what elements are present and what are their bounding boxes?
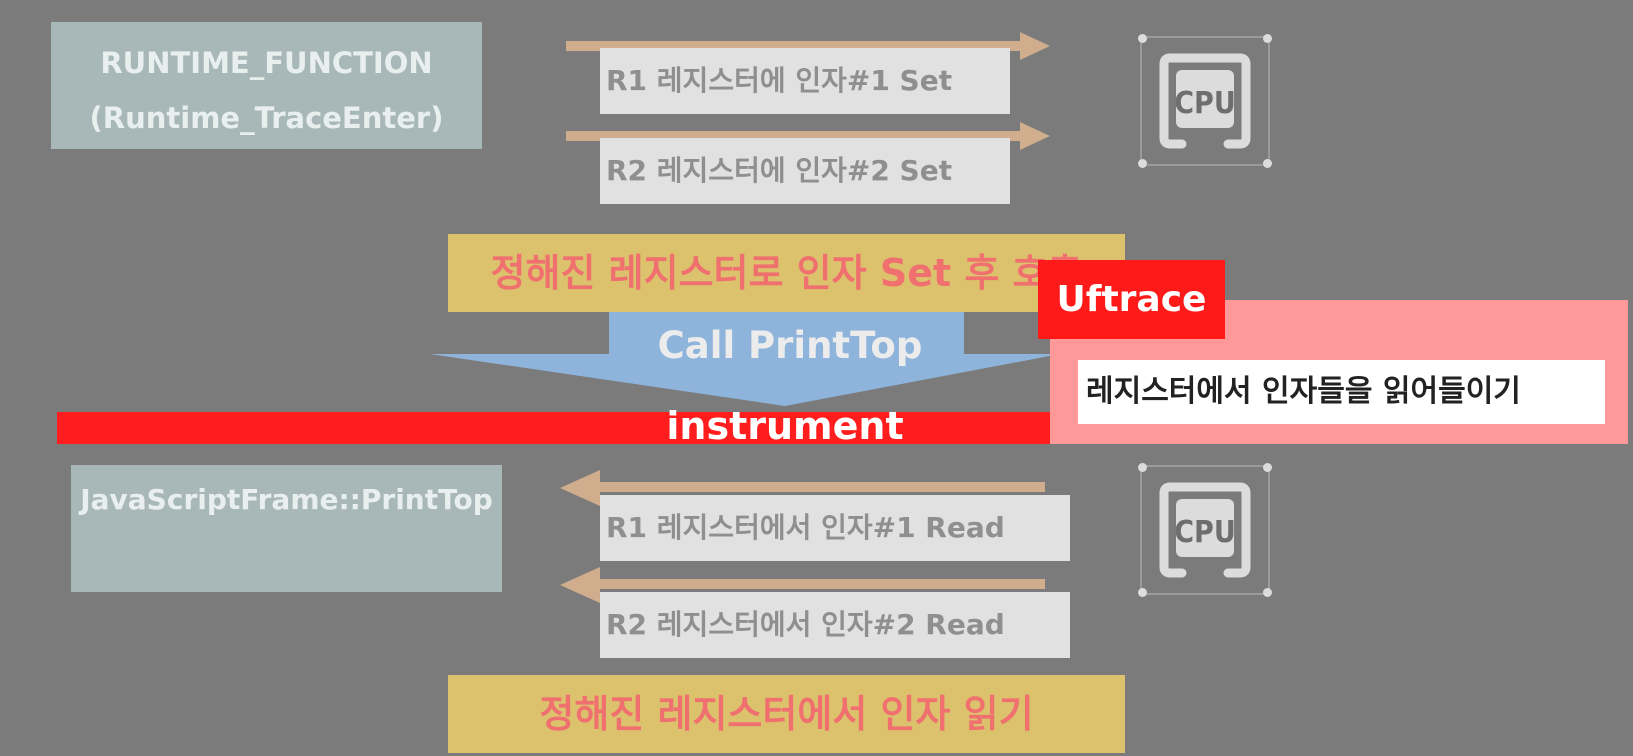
call-arrow bbox=[430, 312, 1060, 406]
runtime-function-box: RUNTIME_FUNCTION (Runtime_TraceEnter) bbox=[51, 22, 482, 149]
cpu-icon-top: CPU bbox=[1138, 34, 1272, 168]
read-r2-label: R2 레지스터에서 인자#2 Read bbox=[600, 592, 1070, 658]
set-r1-label: R1 레지스터에 인자#1 Set bbox=[600, 48, 1010, 114]
cpu-chip-graphic: CPU bbox=[1159, 53, 1251, 149]
top-caption-text: 정해진 레지스터로 인자 Set 후 호출 bbox=[490, 251, 1083, 295]
runtime-function-subtitle: (Runtime_TraceEnter) bbox=[89, 101, 444, 135]
cpu-icon-bottom: CPU bbox=[1138, 463, 1272, 597]
set-r2-arrow bbox=[566, 122, 1050, 150]
call-printtop-label: Call PrintTop bbox=[657, 324, 923, 367]
bottom-caption: 정해진 레지스터에서 인자 읽기 bbox=[448, 675, 1125, 753]
cpu-label-top: CPU bbox=[1174, 86, 1236, 121]
read-r1-arrow bbox=[560, 470, 1045, 506]
top-caption: 정해진 레지스터로 인자 Set 후 호출 bbox=[448, 234, 1125, 312]
read-r2-arrow bbox=[560, 567, 1045, 603]
cpu-label-bottom: CPU bbox=[1174, 515, 1236, 550]
uftrace-tag: Uftrace bbox=[1038, 260, 1225, 339]
uftrace-description: 레지스터에서 인자들을 읽어들이기 bbox=[1078, 360, 1605, 424]
cpu-chip-graphic: CPU bbox=[1159, 482, 1251, 578]
set-r1-arrow bbox=[566, 32, 1050, 60]
bottom-caption-text: 정해진 레지스터에서 인자 읽기 bbox=[539, 692, 1034, 736]
set-r2-label: R2 레지스터에 인자#2 Set bbox=[600, 138, 1010, 204]
runtime-function-name: RUNTIME_FUNCTION bbox=[100, 46, 433, 80]
printtop-function-name: JavaScriptFrame::PrintTop bbox=[80, 483, 493, 516]
instrument-label: instrument bbox=[666, 404, 904, 448]
printtop-function-box: JavaScriptFrame::PrintTop bbox=[71, 465, 502, 592]
read-r1-label: R1 레지스터에서 인자#1 Read bbox=[600, 495, 1070, 561]
